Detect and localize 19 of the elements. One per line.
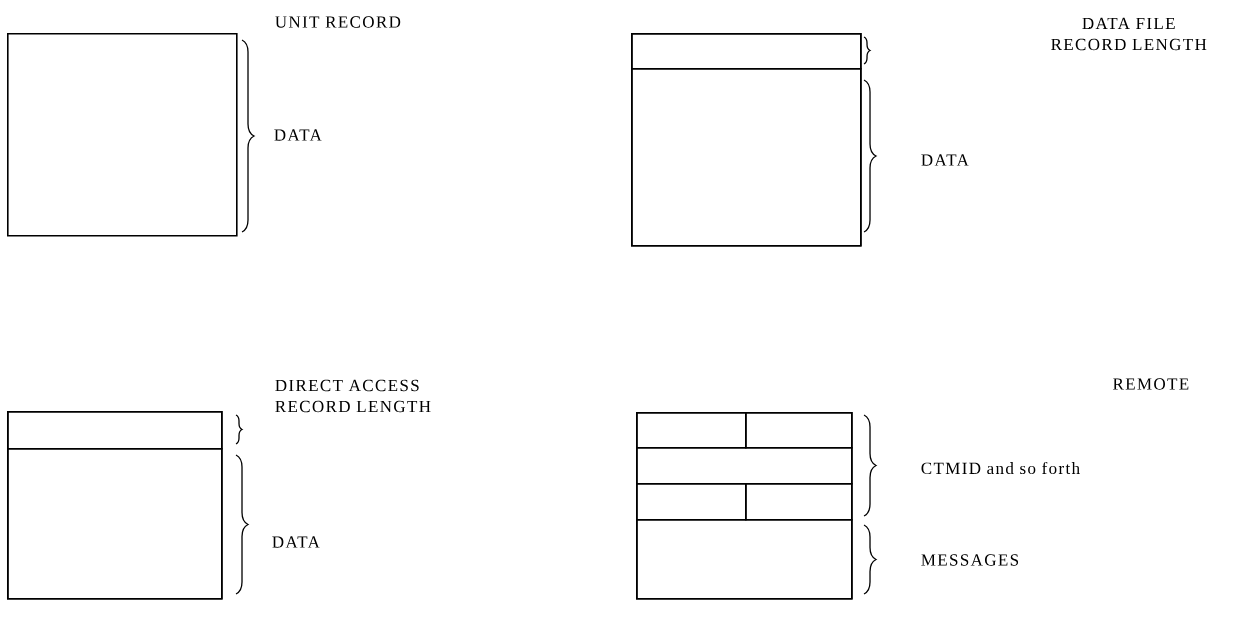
- brace-label: CTMID and so forth: [921, 461, 1080, 475]
- record-field: [636, 447, 853, 485]
- heading: DATA FILE RECORD LENGTH: [1051, 17, 1207, 51]
- record-field: [631, 33, 862, 70]
- brace-label: MESSAGES: [921, 554, 1019, 566]
- heading: UNIT RECORD: [275, 16, 401, 28]
- record-field: [636, 519, 853, 600]
- record-field: [745, 412, 853, 449]
- record-field: [745, 483, 853, 521]
- heading: DIRECT ACCESS RECORD LENGTH: [275, 379, 431, 413]
- record-field: [636, 412, 747, 449]
- record-field: [7, 411, 223, 450]
- record-field: [631, 68, 862, 247]
- record-field: [636, 483, 747, 521]
- brace-label: DATA: [274, 129, 322, 141]
- heading: REMOTE: [1113, 378, 1189, 390]
- brace-label: DATA: [921, 154, 969, 166]
- record-field: [7, 448, 223, 600]
- brace-label: DATA: [272, 536, 320, 548]
